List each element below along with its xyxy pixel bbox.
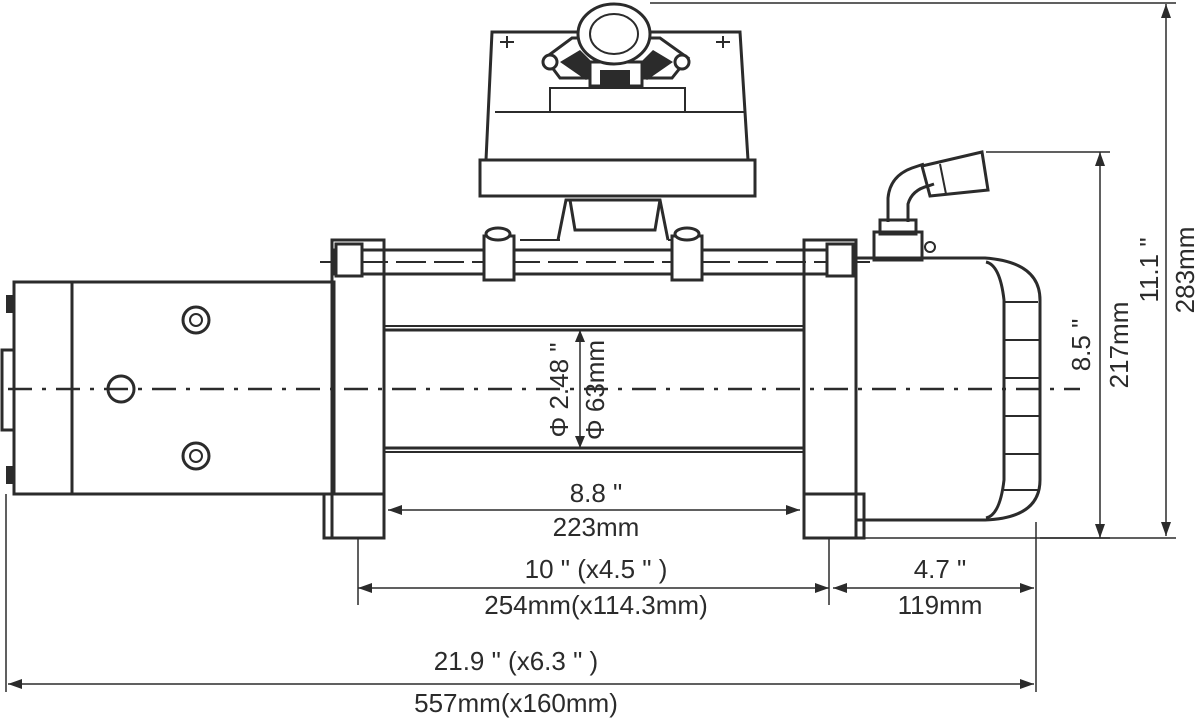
control-box xyxy=(478,2,757,241)
drum-length-dim: 8.8 " 223mm xyxy=(388,478,800,542)
overall-length-in-label: 21.9 " (x6.3 " ) xyxy=(434,646,598,676)
body-height-in-label: 8.5 " xyxy=(1066,319,1096,372)
drum-length-mm-label: 223mm xyxy=(553,512,640,542)
drum-diameter-mm-label: Φ 63mm xyxy=(580,340,610,440)
tie-bar xyxy=(320,226,870,282)
remote-socket xyxy=(541,2,691,88)
total-height-dim: 11.1 " 283mm xyxy=(650,2,1200,539)
mount-spacing-mm-label: 254mm(x114.3mm) xyxy=(484,590,707,620)
body-height-mm-label: 217mm xyxy=(1104,302,1134,389)
gearbox-mm-label: 119mm xyxy=(898,590,983,620)
drum-diameter-dim: Φ 2.48 " Φ 63mm xyxy=(544,330,610,448)
drum-diameter-in-label: Φ 2.48 " xyxy=(544,342,574,437)
gearbox xyxy=(854,150,1042,522)
body-height-dim: 8.5 " 217mm xyxy=(860,151,1134,539)
overall-length-mm-label: 557mm(x160mm) xyxy=(414,688,618,718)
drum xyxy=(382,325,806,453)
drum-length-in-label: 8.8 " xyxy=(570,478,623,508)
mount-spacing-dim: 10 " (x4.5 " ) 254mm(x114.3mm) xyxy=(357,538,830,620)
gearbox-in-label: 4.7 " xyxy=(914,554,967,584)
mount-spacing-in-label: 10 " (x4.5 " ) xyxy=(525,554,668,584)
overall-length-dim: 21.9 " (x6.3 " ) 557mm(x160mm) xyxy=(5,494,1034,718)
gearbox-dim: 4.7 " 119mm xyxy=(833,522,1037,692)
total-height-in-label: 11.1 " xyxy=(1134,237,1164,302)
total-height-mm-label: 283mm xyxy=(1170,227,1200,314)
